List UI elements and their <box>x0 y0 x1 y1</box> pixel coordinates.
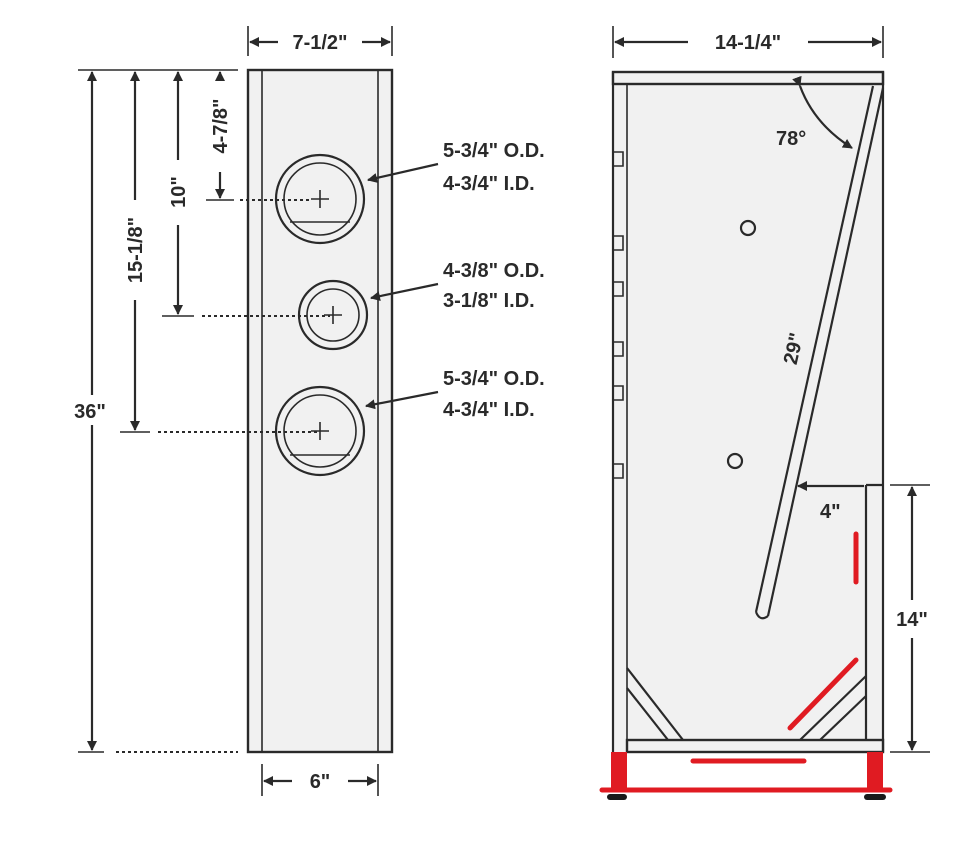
front-inner-width-label: 6" <box>310 771 331 793</box>
foot-pad-right <box>864 794 886 800</box>
hole-bottom <box>274 385 366 477</box>
callout-middle: 4-3/8" O.D. 3-1/8" I.D. <box>370 260 545 312</box>
bottom-braces <box>626 667 867 741</box>
front-width-label: 7-1/2" <box>292 32 347 54</box>
red-foot-left <box>611 752 627 790</box>
side-view: 14-1/4" 78° 29" 4" 14" <box>599 26 930 800</box>
hole-top <box>274 153 366 245</box>
callout-bottom: 5-3/4" O.D. 4-3/4" I.D. <box>365 368 545 421</box>
dim-front-width: 7-1/2" <box>247 26 393 56</box>
dim-total-height: 36" <box>74 71 238 753</box>
dim-side-width: 14-1/4" <box>612 26 884 58</box>
side-cabinet <box>613 72 883 752</box>
dim-port-width: 4" <box>797 481 864 523</box>
terminal-hole-upper <box>739 219 757 237</box>
hole-bottom-od: 5-3/4" O.D. <box>443 368 545 390</box>
foot-pad-left <box>607 794 627 800</box>
dim-15-1-8-label: 15-1/8" <box>125 217 147 283</box>
angle-78: 78° <box>776 75 853 150</box>
hole-top-id: 4-3/4" I.D. <box>443 173 535 195</box>
red-foot-right <box>867 752 883 790</box>
dim-4-7-8-label: 4-7/8" <box>210 98 232 153</box>
red-markup <box>599 531 893 800</box>
terminal-hole-lower <box>726 452 744 470</box>
hole-middle <box>297 279 369 351</box>
angle-label: 78° <box>776 128 806 150</box>
callout-top: 5-3/4" O.D. 4-3/4" I.D. <box>367 140 545 195</box>
side-width-label: 14-1/4" <box>715 32 781 54</box>
hole-middle-od: 4-3/8" O.D. <box>443 260 545 282</box>
port-width-label: 4" <box>820 501 841 523</box>
dim-front-inner-width: 6" <box>261 764 379 796</box>
dim-15-1-8: 15-1/8" <box>120 71 318 433</box>
red-mark-diagonal <box>787 657 859 731</box>
front-baffle <box>246 68 394 754</box>
port-height-label: 14" <box>896 609 928 631</box>
hole-bottom-id: 4-3/4" I.D. <box>443 399 535 421</box>
hole-top-od: 5-3/4" O.D. <box>443 140 545 162</box>
dim-port-height: 14" <box>890 484 930 753</box>
front-view: 7-1/2" 6" 36" 15-1/8" <box>74 26 545 796</box>
baffle-notches <box>613 151 624 479</box>
dim-10-label: 10" <box>168 176 190 208</box>
total-height-label: 36" <box>74 401 106 423</box>
diagonal-divider <box>754 85 885 620</box>
dim-10: 10" <box>162 71 330 317</box>
hole-middle-id: 3-1/8" I.D. <box>443 290 535 312</box>
